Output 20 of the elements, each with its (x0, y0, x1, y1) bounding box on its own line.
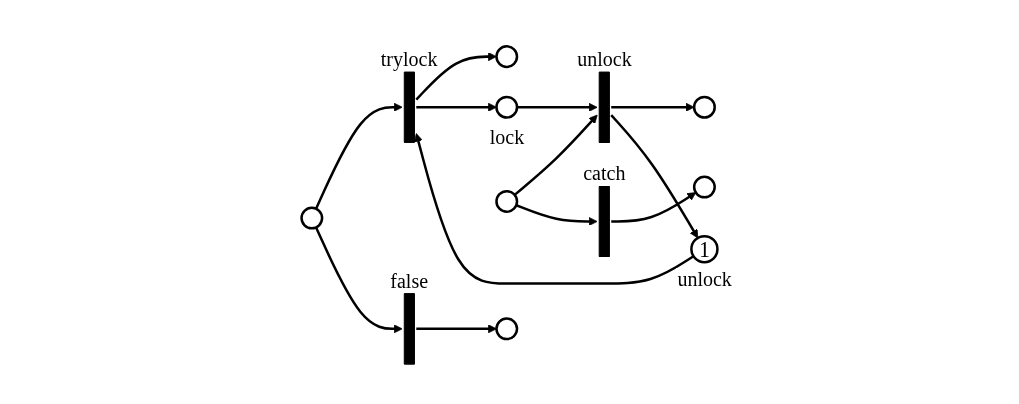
arrow (414, 133, 695, 285)
arrow (416, 324, 497, 334)
arrow (611, 192, 697, 223)
node-circle (692, 175, 716, 199)
arrow (513, 114, 598, 196)
node-circle (495, 95, 519, 119)
arrow (611, 102, 695, 112)
node-circle (692, 95, 716, 119)
arrow (416, 102, 497, 112)
arrow (314, 102, 403, 210)
node-circle: 1 (690, 234, 719, 264)
node-circle (495, 45, 519, 69)
arrow (610, 114, 699, 239)
arrow (517, 102, 598, 112)
node-circle (300, 206, 324, 230)
arrow (314, 226, 403, 334)
arrow (415, 52, 497, 101)
node-circle (495, 317, 519, 341)
node-circle (495, 189, 519, 213)
arrow (515, 204, 598, 226)
